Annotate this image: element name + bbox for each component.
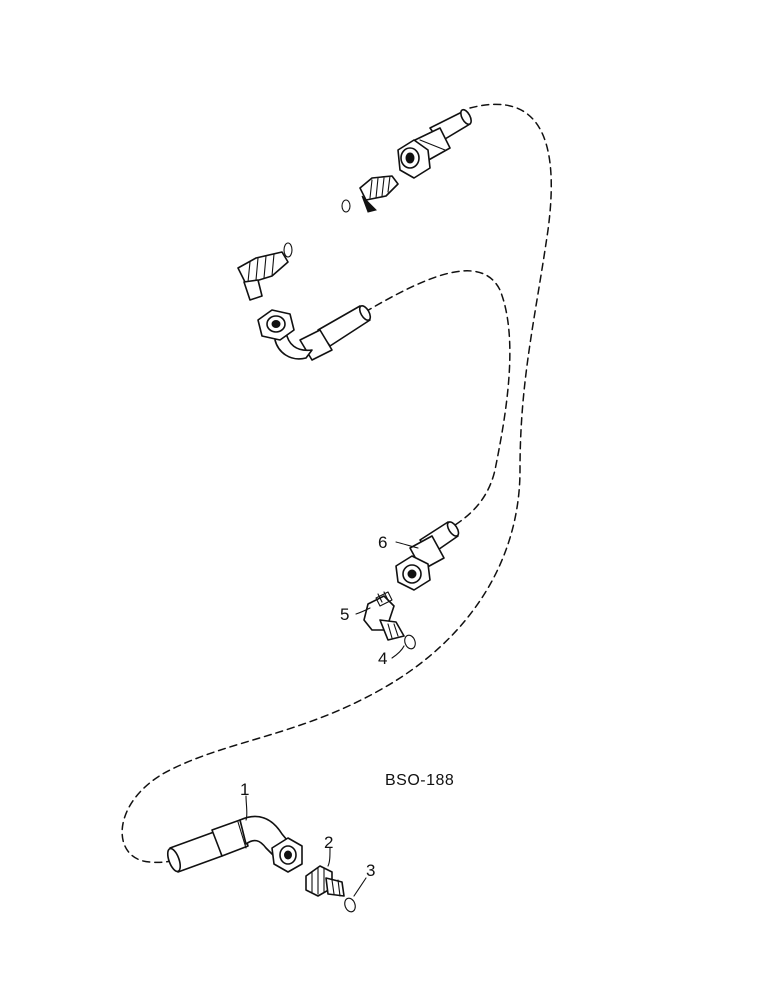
top-adapter-fitting bbox=[341, 175, 399, 213]
callout-label-4: 4 bbox=[378, 649, 387, 668]
hose-short-dashed bbox=[364, 270, 511, 526]
callout-leader-2 bbox=[327, 847, 331, 867]
callout-leader-4 bbox=[391, 645, 405, 659]
callout-label-1: 1 bbox=[240, 780, 249, 799]
drawing-reference-code: BSO-188 bbox=[385, 772, 454, 789]
callout-label-2: 2 bbox=[324, 833, 333, 852]
item-1-elbow-hose-end bbox=[166, 815, 303, 873]
callout-leader-6 bbox=[395, 541, 419, 549]
item-3-o-ring bbox=[344, 897, 356, 913]
middle-adapter-fitting bbox=[237, 242, 293, 301]
item-6-hose-end bbox=[395, 521, 460, 591]
callout-leader-5 bbox=[355, 607, 371, 615]
hose-long-dashed bbox=[121, 103, 552, 864]
item-4-o-ring bbox=[404, 634, 416, 650]
callout-leader-1 bbox=[245, 795, 248, 821]
callout-label-6: 6 bbox=[378, 533, 387, 552]
callout-label-3: 3 bbox=[366, 861, 375, 880]
top-hose-end-fitting bbox=[397, 108, 472, 179]
middle-elbow-hose-end bbox=[257, 304, 372, 361]
callout-leader-3 bbox=[353, 877, 367, 897]
callout-label-5: 5 bbox=[340, 605, 349, 624]
item-2-connector bbox=[305, 865, 345, 897]
item-5-elbow-adapter bbox=[363, 591, 405, 641]
